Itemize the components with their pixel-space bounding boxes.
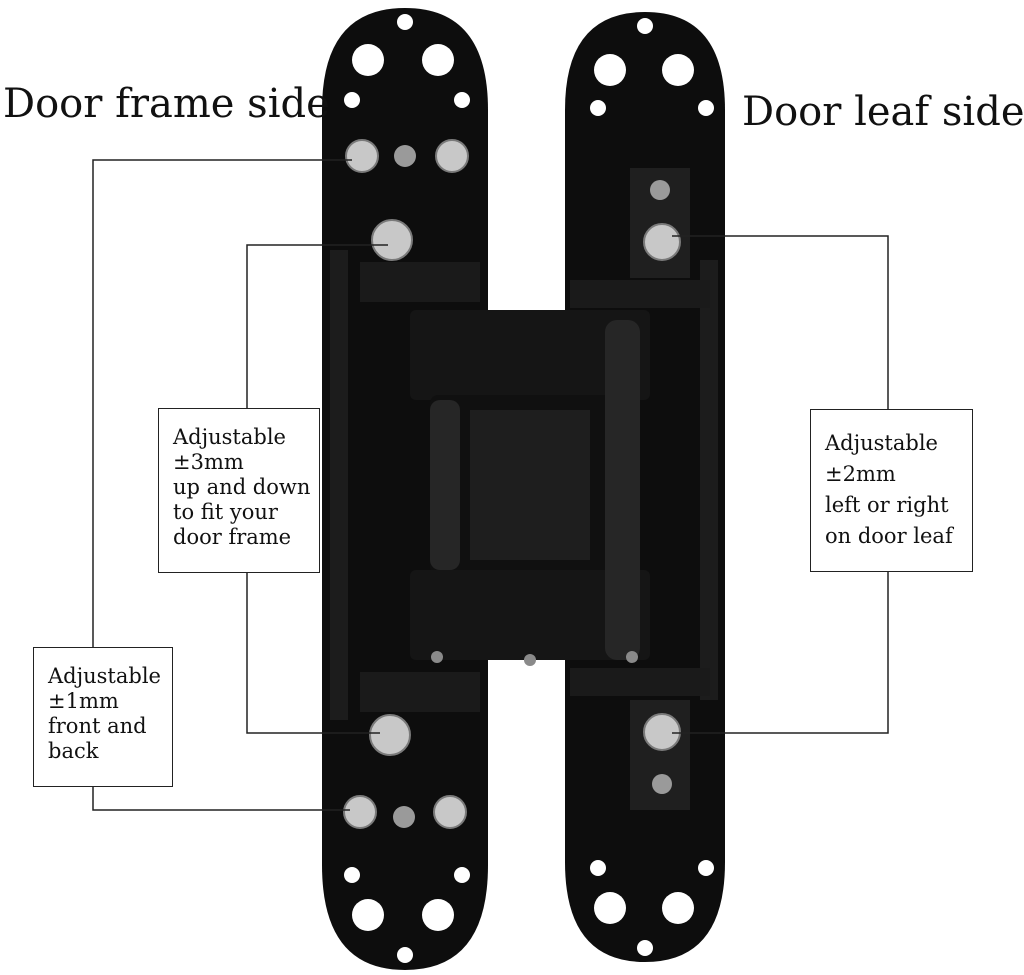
- frame-plate-edge: [330, 250, 348, 720]
- mounting-hole: [590, 100, 606, 116]
- mounting-hole: [344, 867, 360, 883]
- knuckle-pin-right: [605, 320, 640, 660]
- screw-icon: [394, 145, 416, 167]
- callout-left-right: Adjustable ±2mm left or right on door le…: [810, 409, 973, 572]
- callout-line: ±2mm: [825, 462, 896, 486]
- callout-line: Adjustable: [173, 425, 286, 449]
- mounting-hole: [352, 899, 384, 931]
- knuckle-arm-top: [410, 310, 650, 400]
- callout-line: to fit your: [173, 500, 278, 524]
- callout-line: front and: [48, 714, 147, 738]
- frame-ledge-top: [360, 262, 480, 302]
- screw-icon: [371, 219, 413, 261]
- callout-line: Adjustable: [48, 664, 161, 688]
- mounting-hole: [662, 892, 694, 924]
- leader-left-right-top: [672, 235, 889, 410]
- leader-front-back: [92, 159, 352, 648]
- screw-icon: [393, 806, 415, 828]
- screw-icon: [650, 180, 670, 200]
- screw-icon: [643, 223, 681, 261]
- rivet-icon: [626, 651, 638, 663]
- screw-icon: [643, 713, 681, 751]
- callout-line: left or right: [825, 493, 949, 517]
- mounting-hole: [698, 860, 714, 876]
- callout-front-back: Adjustable ±1mm front and back: [33, 647, 173, 787]
- knuckle-highlight: [470, 410, 590, 560]
- rivet-icon: [524, 654, 536, 666]
- leaf-plate-edge: [700, 260, 718, 700]
- frame-side-label: Door frame side: [3, 81, 330, 127]
- callout-line: up and down: [173, 475, 311, 499]
- mounting-hole: [698, 100, 714, 116]
- callout-line: Adjustable: [825, 431, 938, 455]
- leaf-ledge-bottom: [570, 668, 710, 696]
- mounting-hole: [594, 54, 626, 86]
- callout-line: door frame: [173, 525, 292, 549]
- mounting-hole: [594, 892, 626, 924]
- screw-icon: [433, 795, 467, 829]
- mounting-hole: [344, 92, 360, 108]
- leader-left-right-bottom: [672, 571, 889, 734]
- mounting-hole: [397, 14, 413, 30]
- leader-front-back-bottom: [92, 786, 350, 811]
- callout-line: on door leaf: [825, 524, 953, 548]
- mounting-hole: [637, 18, 653, 34]
- leaf-ledge-top: [570, 280, 710, 308]
- callout-line: back: [48, 739, 99, 763]
- mounting-hole: [454, 867, 470, 883]
- mounting-hole: [454, 92, 470, 108]
- screw-icon: [343, 795, 377, 829]
- frame-ledge-bottom: [360, 672, 480, 712]
- rivet-icon: [431, 651, 443, 663]
- knuckle-pin-left: [430, 400, 460, 570]
- frame-side-plate: [322, 8, 488, 970]
- leader-up-down-bottom: [246, 572, 380, 734]
- hinge-knuckle: [410, 310, 650, 666]
- mounting-hole: [422, 44, 454, 76]
- screw-icon: [369, 714, 411, 756]
- leaf-side-plate: [565, 12, 725, 962]
- callout-line: ±1mm: [48, 689, 119, 713]
- mounting-hole: [397, 947, 413, 963]
- frame-plate-body: [322, 8, 488, 970]
- callout-up-down: Adjustable ±3mm up and down to fit your …: [158, 408, 320, 573]
- leader-up-down-top: [246, 244, 388, 408]
- screw-icon: [345, 139, 379, 173]
- knuckle-arm-bottom: [410, 570, 650, 660]
- mounting-hole: [637, 940, 653, 956]
- screw-icon: [435, 139, 469, 173]
- leaf-side-label: Door leaf side: [742, 89, 1024, 135]
- mounting-hole: [590, 860, 606, 876]
- screw-icon: [652, 774, 672, 794]
- callout-line: ±3mm: [173, 450, 244, 474]
- mounting-hole: [422, 899, 454, 931]
- leader-lines: [92, 159, 889, 811]
- mounting-hole: [352, 44, 384, 76]
- mounting-hole: [662, 54, 694, 86]
